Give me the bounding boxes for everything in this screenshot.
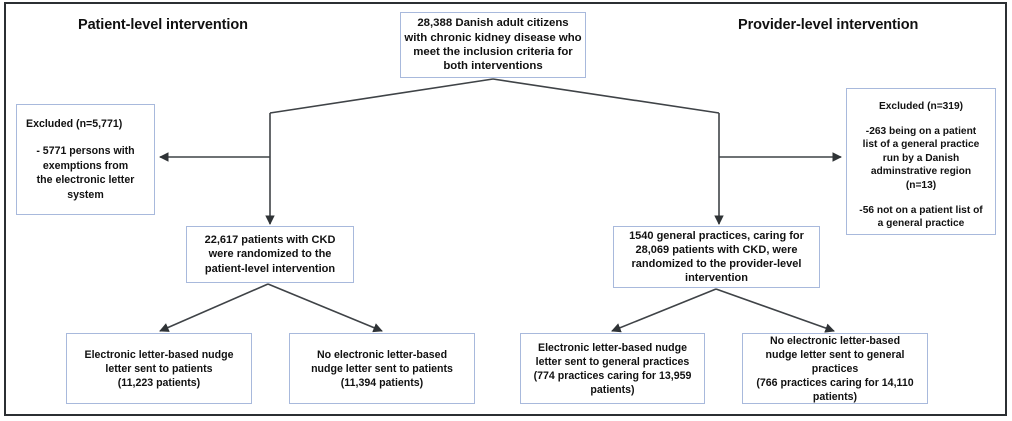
node-line: nudge letter sent to general <box>765 348 905 361</box>
node-line: both interventions <box>443 60 543 73</box>
node-line: No electronic letter-based <box>316 348 448 361</box>
excluded-right-reason-2: -56 not on a patient list of a general p… <box>859 204 982 231</box>
node-line: (11,394 patients) <box>340 376 424 389</box>
node-line: adminstrative region <box>870 166 972 178</box>
node-line: the electronic letter <box>36 174 135 187</box>
node-line: were randomized to the <box>208 248 332 261</box>
node-line: practices <box>811 362 859 375</box>
excluded-right-title: Excluded (n=319) <box>878 101 964 112</box>
node-intervention-practice-nudge: Electronic letter-based nudge letter sen… <box>520 333 705 404</box>
node-randomized-patient-level: 22,617 patients with CKD were randomized… <box>186 226 354 283</box>
node-intervention-patient-nudge: Electronic letter-based nudge letter sen… <box>66 333 252 404</box>
node-line: nudge letter sent to patients <box>311 362 453 375</box>
node-line: (11,223 patients) <box>117 376 201 389</box>
node-line: run by a Danish <box>882 152 960 164</box>
excluded-left-body: - 5771 persons with exemptions from the … <box>22 144 149 202</box>
edge-right-split-b <box>715 288 835 333</box>
node-line: patients) <box>590 383 635 396</box>
node-control-patient-no-nudge: No electronic letter-based nudge letter … <box>289 333 475 404</box>
node-line: 22,617 patients with CKD <box>204 234 336 247</box>
node-line: intervention <box>685 272 748 285</box>
header-patient-level: Patient-level intervention <box>78 17 248 33</box>
header-provider-level: Provider-level intervention <box>738 17 919 33</box>
node-line: with chronic kidney disease who <box>404 31 582 44</box>
node-eligible-population: 28,388 Danish adult citizens with chroni… <box>400 12 586 78</box>
node-line: -56 not on a patient list of <box>859 204 983 216</box>
node-line: Electronic letter-based nudge <box>538 341 687 354</box>
node-line: patients) <box>812 390 858 403</box>
node-line: (n=13) <box>905 179 937 191</box>
node-line: letter sent to patients <box>105 362 213 375</box>
node-randomized-provider-level: 1540 general practices, caring for 28,06… <box>613 226 820 288</box>
excluded-left-title: Excluded (n=5,771) <box>26 117 123 130</box>
node-line: 28,388 Danish adult citizens <box>417 17 569 30</box>
node-line: No electronic letter-based <box>769 334 901 347</box>
node-line: Electronic letter-based nudge <box>84 348 234 361</box>
edge-root-to-right <box>492 78 720 114</box>
edge-root-to-left <box>269 78 494 114</box>
edge-right-split-a <box>611 288 717 333</box>
excluded-right-reason-1: -263 being on a patient list of a genera… <box>863 125 980 193</box>
node-line: letter sent to general practices <box>535 355 690 368</box>
node-control-practice-no-nudge: No electronic letter-based nudge letter … <box>742 333 928 404</box>
node-line: 1540 general practices, caring for <box>629 229 804 242</box>
node-line: patient-level intervention <box>204 262 336 275</box>
edge-left-split-b <box>267 283 383 333</box>
node-line: -263 being on a patient <box>865 125 977 137</box>
node-line: exemptions from <box>42 159 129 172</box>
node-line: a general practice <box>877 218 965 230</box>
node-line: list of a general practice <box>862 139 980 151</box>
node-excluded-provider-level: Excluded (n=319) -263 being on a patient… <box>846 88 996 235</box>
node-line: randomized to the provider-level <box>631 258 802 270</box>
node-line: 28,069 patients with CKD, were <box>635 243 798 256</box>
node-line: (766 practices caring for 14,110 <box>756 376 914 389</box>
node-line: meet the inclusion criteria for <box>413 46 573 58</box>
node-excluded-patient-level: Excluded (n=5,771) - 5771 persons with e… <box>16 104 155 215</box>
node-line: - 5771 persons with <box>36 145 135 158</box>
edge-left-split-a <box>159 283 269 332</box>
node-line: (774 practices caring for 13,959 <box>533 369 692 382</box>
node-line: system <box>67 188 104 201</box>
